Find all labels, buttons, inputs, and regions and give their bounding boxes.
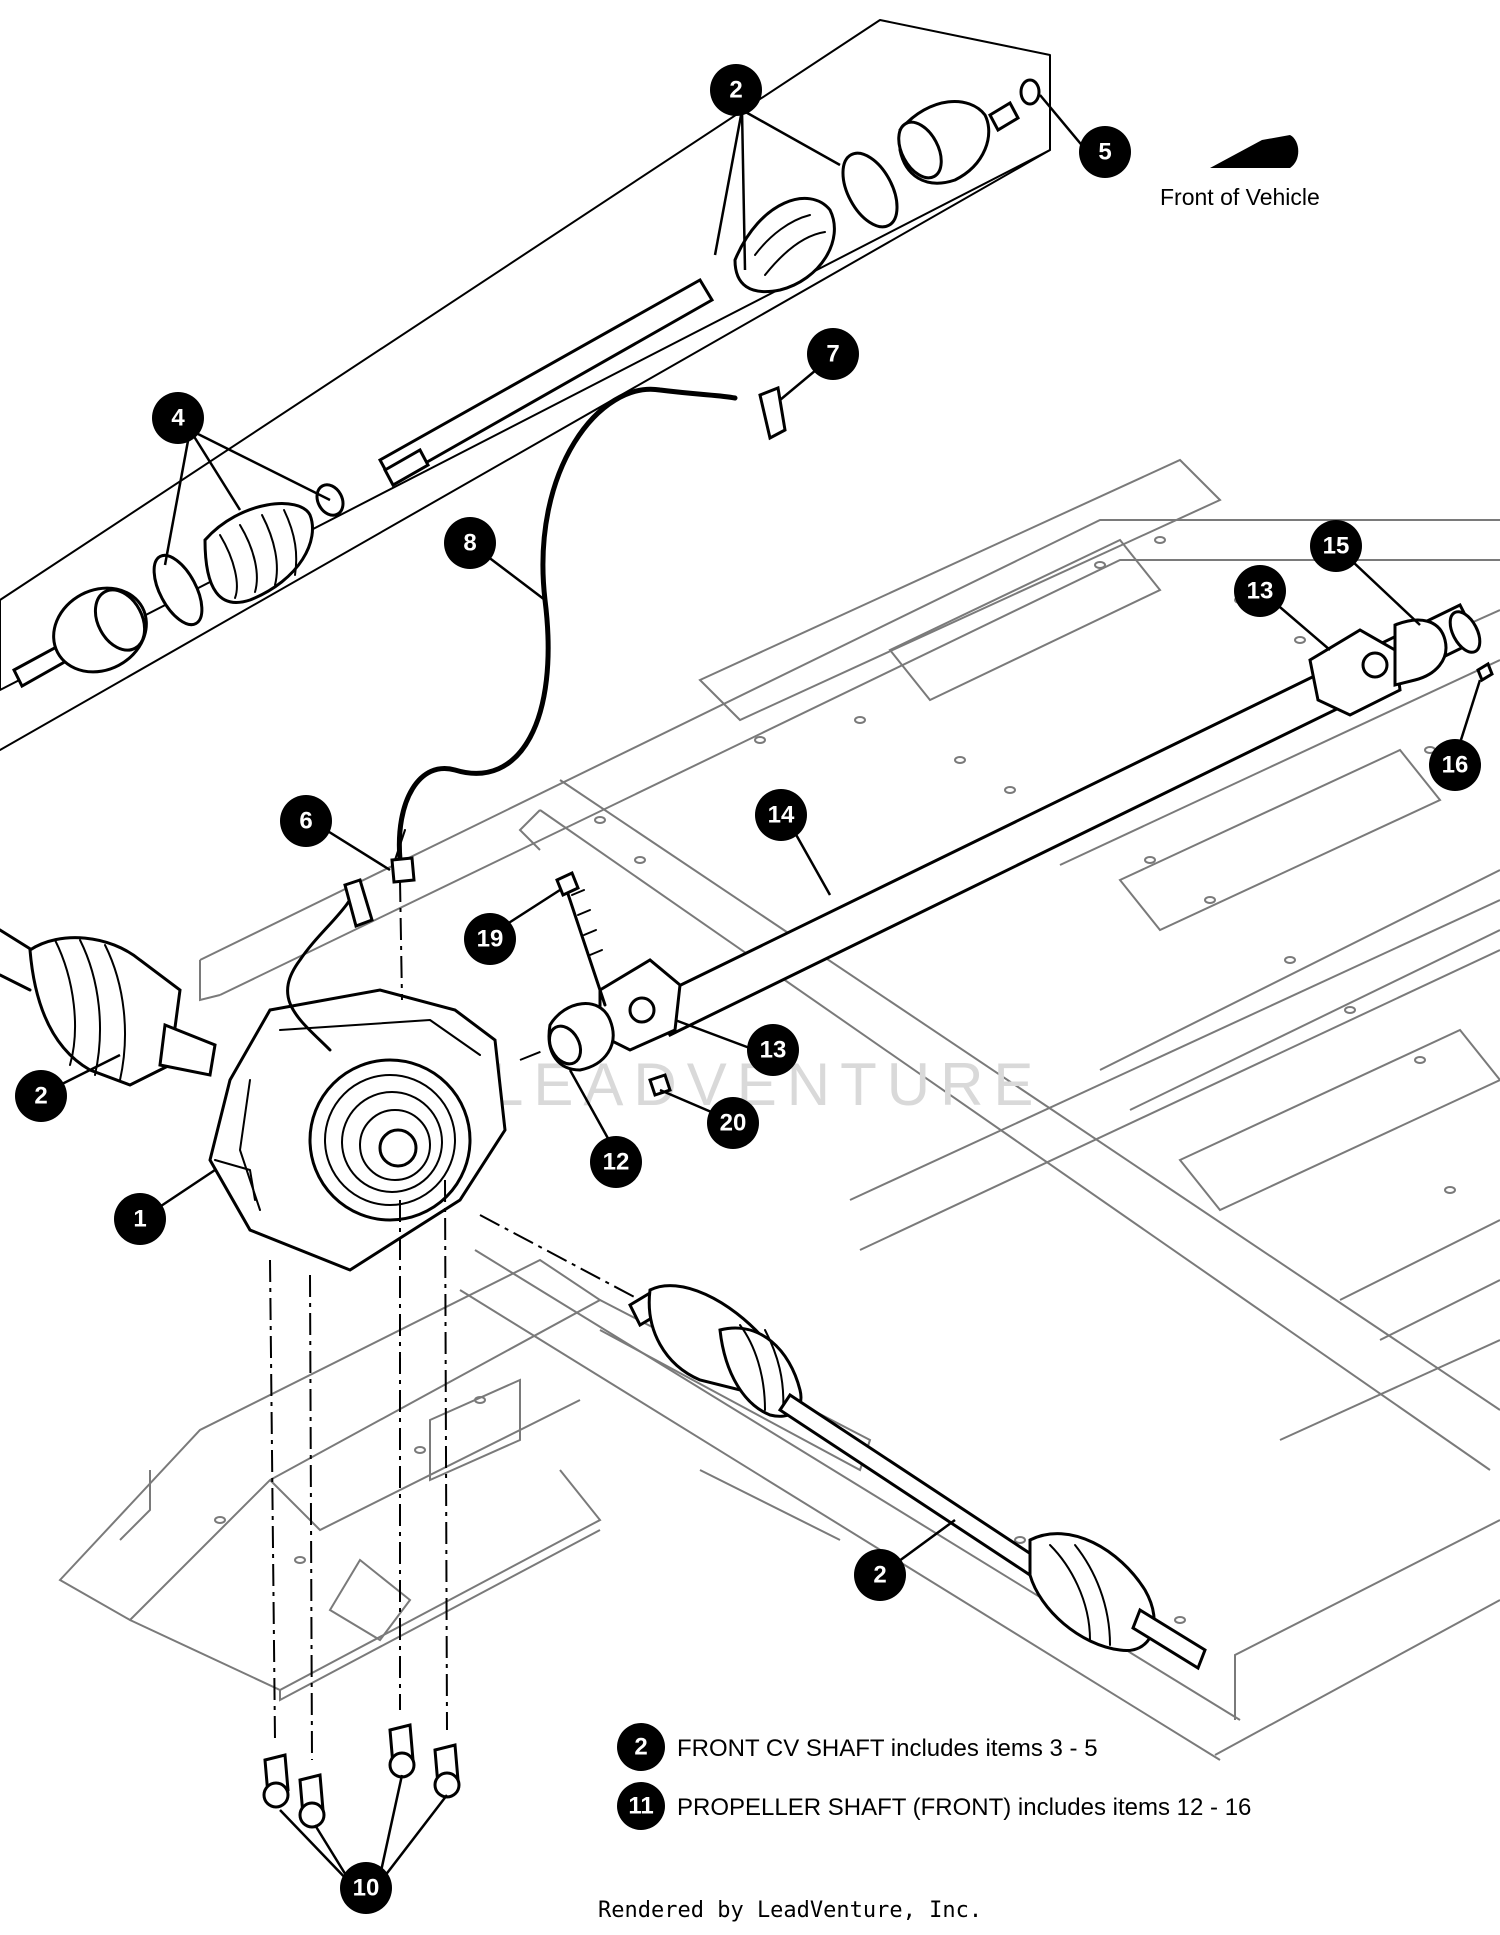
callout-label: 5 (1098, 139, 1111, 166)
left-cv-shaft (0, 928, 217, 1087)
cv-shaft-exploded-box (0, 19, 1051, 751)
callout-label: 2 (34, 1083, 47, 1110)
callout-c19: 19 (464, 913, 516, 965)
chassis-frame (58, 458, 1500, 1761)
callout-label: 2 (873, 1562, 886, 1589)
callout-c15: 15 (1310, 520, 1362, 572)
front-of-vehicle-label: Front of Vehicle (1160, 184, 1320, 210)
callout-c6: 6 (280, 795, 332, 847)
callout-label: 20 (720, 1110, 747, 1137)
callout-label: 4 (171, 405, 185, 432)
callout-label: 16 (1442, 752, 1469, 779)
callout-c20: 20 (707, 1097, 759, 1149)
callout-c10: 10 (340, 1862, 392, 1914)
legend: 2 FRONT CV SHAFT includes items 3 - 5 11… (617, 1723, 1251, 1830)
callout-c8: 8 (444, 517, 496, 569)
legend-text: FRONT CV SHAFT includes items 3 - 5 (677, 1735, 1098, 1762)
front-differential (208, 878, 507, 1272)
callout-c4: 4 (152, 392, 204, 444)
callout-c5: 5 (1079, 126, 1131, 178)
callout-c13b: 13 (747, 1024, 799, 1076)
callout-label: 2 (729, 77, 742, 104)
vent-hose (390, 385, 787, 884)
callout-label: 1 (133, 1206, 146, 1233)
callout-label: 19 (477, 926, 504, 953)
legend-text: PROPELLER SHAFT (FRONT) includes items 1… (677, 1794, 1251, 1821)
mounting-bolts (262, 1723, 461, 1829)
alignment-lines (269, 879, 641, 1761)
callout-c16: 16 (1429, 739, 1481, 791)
callout-c14: 14 (755, 789, 807, 841)
callout-label: 8 (463, 530, 476, 557)
callout-c13a: 13 (1234, 565, 1286, 617)
front-arrow-icon (1210, 135, 1299, 168)
legend-badge: 11 (628, 1793, 653, 1820)
callout-c2b: 2 (854, 1549, 906, 1601)
callout-label: 13 (760, 1037, 787, 1064)
propeller-shaft (547, 603, 1494, 1097)
cv-shaft-parts (12, 78, 1041, 689)
callout-c12: 12 (590, 1136, 642, 1188)
callout-label: 6 (299, 808, 312, 835)
front-of-vehicle-indicator: Front of Vehicle (1160, 135, 1320, 210)
callout-c7: 7 (807, 328, 859, 380)
right-cv-shaft (628, 1284, 1207, 1671)
callout-label: 15 (1323, 533, 1350, 560)
legend-item-propeller-shaft: 11 PROPELLER SHAFT (FRONT) includes item… (617, 1782, 1251, 1830)
callout-c3: 2 (710, 64, 762, 116)
callout-label: 13 (1247, 578, 1274, 605)
render-credit: Rendered by LeadVenture, Inc. (598, 1898, 982, 1923)
callout-label: 7 (826, 341, 839, 368)
callout-label: 10 (353, 1875, 380, 1902)
callout-label: 14 (768, 802, 795, 829)
callout-c2a: 2 (15, 1070, 67, 1122)
legend-item-front-cv-shaft: 2 FRONT CV SHAFT includes items 3 - 5 (617, 1723, 1098, 1771)
callout-label: 12 (603, 1149, 630, 1176)
callout-c1: 1 (114, 1193, 166, 1245)
legend-badge: 2 (634, 1734, 647, 1761)
